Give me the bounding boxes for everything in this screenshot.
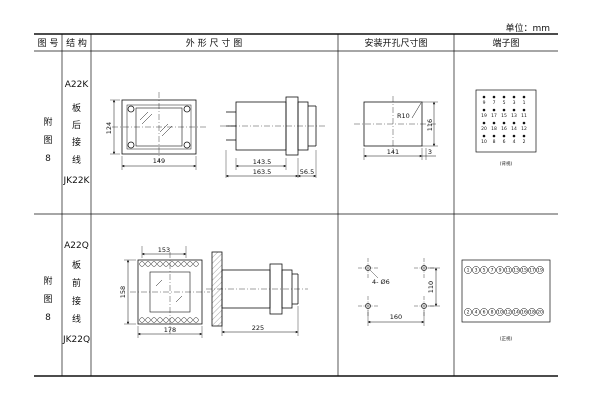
svg-text:前: 前: [72, 277, 81, 289]
row1-cutout-height: 116: [426, 119, 434, 131]
svg-text:17: 17: [491, 113, 497, 119]
svg-text:5: 5: [503, 100, 506, 106]
row1-terminal-diagram: 9 7 5 3 1 19 17 15 13 11 20 18 16 14 12 …: [475, 89, 537, 153]
row2-terminal-note: (正视): [500, 335, 513, 342]
row1-side-dim-b: 163.5: [253, 168, 272, 176]
svg-text:7: 7: [491, 268, 494, 274]
svg-text:17: 17: [529, 268, 535, 274]
row1-front-view: [110, 92, 206, 170]
svg-text:8: 8: [45, 313, 51, 323]
row2-hole-spec: 4- Ø6: [372, 278, 390, 286]
svg-text:8: 8: [491, 310, 494, 316]
unit-label: 单位：mm: [505, 24, 550, 34]
row1-terminal-note: (背视): [500, 160, 513, 167]
row1-side-view: [220, 96, 326, 178]
svg-text:图: 图: [43, 135, 52, 146]
row2-mounting-holes: [358, 258, 440, 326]
row2-front-width-bottom: 178: [164, 326, 176, 334]
svg-text:18: 18: [491, 126, 497, 132]
svg-text:2: 2: [523, 139, 526, 145]
row1-front-height: 124: [105, 122, 113, 134]
svg-text:7: 7: [493, 100, 496, 106]
svg-text:JK22Q: JK22Q: [62, 335, 90, 345]
svg-text:3: 3: [513, 100, 516, 106]
svg-text:9: 9: [483, 100, 486, 106]
svg-text:A22Q: A22Q: [64, 241, 89, 251]
svg-text:19: 19: [537, 268, 543, 274]
svg-text:11: 11: [505, 268, 511, 274]
row1-cutout-radius: R10: [397, 112, 410, 120]
row1-figure-label: 附 图 8: [43, 116, 52, 164]
svg-text:1: 1: [467, 268, 470, 274]
svg-text:6: 6: [503, 139, 506, 145]
svg-text:15: 15: [501, 113, 507, 119]
svg-text:4: 4: [513, 139, 516, 145]
svg-text:JK22K: JK22K: [63, 176, 91, 186]
svg-text:9: 9: [499, 268, 502, 274]
svg-text:12: 12: [505, 310, 511, 316]
svg-text:2: 2: [467, 310, 470, 316]
svg-text:线: 线: [72, 154, 81, 166]
svg-text:10: 10: [497, 310, 503, 316]
row1-structure-label: A22K 板 后 接 线 JK22K: [63, 80, 91, 186]
row2-front-view: [124, 246, 210, 338]
svg-text:接: 接: [72, 136, 81, 148]
svg-text:6: 6: [483, 310, 486, 316]
table-grid: [34, 33, 558, 377]
row1-side-dim-a: 143.5: [253, 158, 272, 166]
svg-text:5: 5: [483, 268, 486, 274]
row2-hole-vertical: 110: [427, 281, 435, 293]
svg-text:A22K: A22K: [65, 80, 90, 90]
row2-terminal-diagram: 1 3 5 7 9 11 13 15 17 19 2 4 6 8 10 12 1…: [461, 259, 551, 323]
header-mounting: 安装开孔尺寸图: [364, 37, 427, 49]
svg-text:板: 板: [72, 259, 81, 271]
svg-text:8: 8: [45, 154, 51, 164]
row2-front-height: 158: [119, 286, 127, 298]
row2-front-width-top: 153: [158, 246, 170, 254]
header-terminal: 端子图: [492, 37, 519, 49]
svg-text:14: 14: [511, 126, 517, 132]
svg-text:20: 20: [537, 310, 543, 316]
row2-figure-label: 附 图 8: [43, 275, 52, 323]
svg-text:3: 3: [475, 268, 478, 274]
svg-text:12: 12: [521, 126, 527, 132]
row2-structure-label: A22Q 板 前 接 线 JK22Q: [62, 241, 90, 345]
svg-text:14: 14: [513, 310, 519, 316]
svg-text:4: 4: [475, 310, 478, 316]
svg-text:附: 附: [43, 275, 52, 287]
row1-mounting-cutout: [354, 96, 438, 160]
svg-text:8: 8: [493, 139, 496, 145]
row1-front-width: 149: [153, 157, 165, 165]
header-outline: 外 形 尺 寸 图: [186, 37, 242, 49]
row1-side-dim-c: 56.5: [300, 168, 314, 176]
row2-side-view: [206, 251, 308, 336]
svg-text:线: 线: [72, 313, 81, 325]
svg-text:板: 板: [72, 102, 81, 114]
row1-cutout-width: 141: [387, 148, 399, 156]
svg-text:后: 后: [72, 120, 81, 131]
svg-text:图: 图: [43, 294, 52, 305]
svg-text:1: 1: [523, 100, 526, 106]
svg-text:13: 13: [511, 113, 517, 119]
svg-text:接: 接: [72, 295, 81, 307]
row2-hole-horizontal: 160: [390, 313, 402, 321]
row2-side-depth: 225: [252, 324, 264, 332]
svg-text:19: 19: [481, 113, 487, 119]
svg-text:附: 附: [43, 116, 52, 128]
svg-text:10: 10: [481, 139, 487, 145]
svg-text:15: 15: [521, 268, 527, 274]
header-structure: 结 构: [66, 37, 87, 49]
svg-text:18: 18: [529, 310, 535, 316]
row1-cutout-offset: 3: [428, 148, 432, 156]
svg-text:20: 20: [481, 126, 487, 132]
header-figure: 图 号: [38, 38, 59, 49]
svg-text:11: 11: [521, 113, 527, 119]
svg-text:16: 16: [521, 310, 527, 316]
svg-text:16: 16: [501, 126, 507, 132]
svg-text:13: 13: [513, 268, 519, 274]
